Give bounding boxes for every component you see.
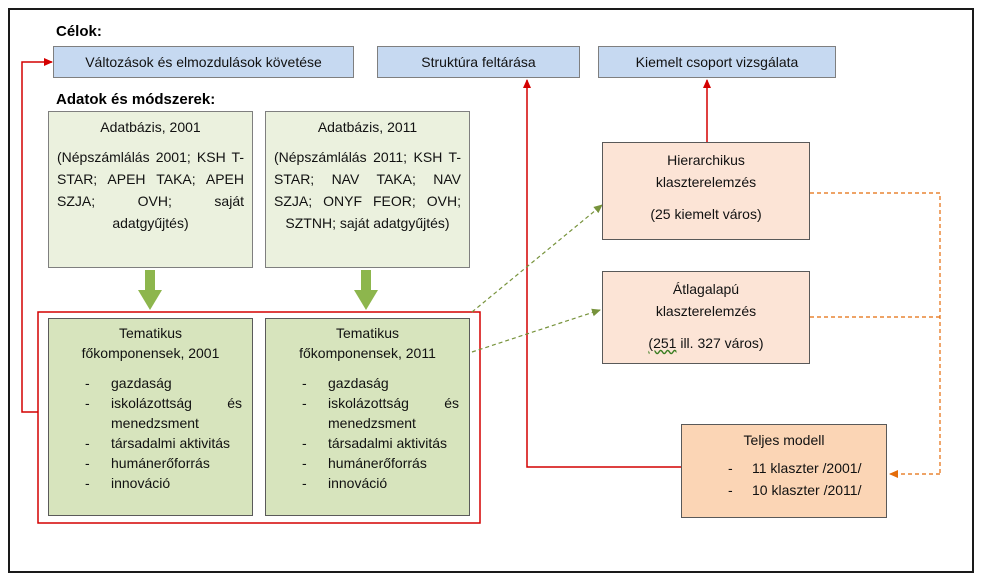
methods-header: Adatok és módszerek:: [56, 91, 216, 108]
list-item: -társadalmi aktivitás: [85, 435, 231, 451]
method-title-line1: Átlagalapú: [672, 281, 740, 297]
method-note: (251 ill. 327 város): [648, 335, 764, 351]
list-item: -11 klaszter /2001/: [728, 460, 862, 476]
database-2001: Adatbázis, 2001 (Népszámlálás 2001; KSH …: [48, 111, 253, 268]
components-title-line2: főkomponensek, 2001: [81, 345, 220, 361]
database-sources: (Népszámlálás 2001; KSH T-STAR; APEH TAK…: [57, 149, 244, 231]
components-title-line2: főkomponensek, 2011: [299, 345, 436, 361]
method-title-line2: klaszterelemzés: [655, 174, 757, 190]
goals-header: Célok:: [56, 23, 102, 40]
goal-structure: Struktúra feltárása: [377, 46, 580, 78]
goal-selected-group: Kiemelt csoport vizsgálata: [598, 46, 836, 78]
full-model: Teljes modell -11 klaszter /2001/ -10 kl…: [681, 424, 887, 518]
components-2011: Tematikus főkomponensek, 2011 -gazdaság …: [265, 318, 470, 516]
components-title-line1: Tematikus: [335, 325, 400, 341]
full-model-title: Teljes modell: [743, 432, 825, 448]
list-item: -humánerőforrás: [85, 455, 210, 471]
components-title-line1: Tematikus: [118, 325, 183, 341]
list-item: -gazdaság: [85, 375, 172, 391]
list-item: -innováció: [302, 475, 388, 491]
database-title: Adatbázis, 2001: [100, 119, 201, 135]
components-2001: Tematikus főkomponensek, 2001 -gazdaság …: [48, 318, 253, 516]
method-title-line2: klaszterelemzés: [655, 303, 757, 319]
hierarchical-clustering: Hierarchikus klaszterelemzés (25 kiemelt…: [602, 142, 810, 240]
list-item: -társadalmi aktivitás: [302, 435, 448, 451]
list-item: -iskolázottság és menedzsment: [85, 395, 242, 431]
goal-changes: Változások és elmozdulások követése: [53, 46, 354, 78]
database-title: Adatbázis, 2011: [317, 119, 418, 135]
database-sources: (Népszámlálás 2011; KSH T-STAR; NAV TAKA…: [274, 149, 461, 231]
list-item: -innováció: [85, 475, 171, 491]
components-list: -gazdaság -iskolázottság és menedzsment …: [55, 373, 246, 493]
full-model-list: -11 klaszter /2001/ -10 klaszter /2011/: [690, 457, 878, 501]
average-clustering: Átlagalapú klaszterelemzés (251 ill. 327…: [602, 271, 810, 364]
list-item: -gazdaság: [302, 375, 389, 391]
list-item: -humánerőforrás: [302, 455, 427, 471]
list-item: -10 klaszter /2011/: [728, 482, 862, 498]
method-title-line1: Hierarchikus: [667, 152, 745, 168]
components-list: -gazdaság -iskolázottság és menedzsment …: [272, 373, 463, 493]
diagram-frame: [8, 8, 974, 573]
list-item: -iskolázottság és menedzsment: [302, 395, 459, 431]
database-2011: Adatbázis, 2011 (Népszámlálás 2011; KSH …: [265, 111, 470, 268]
method-note: (25 kiemelt város): [650, 206, 762, 222]
